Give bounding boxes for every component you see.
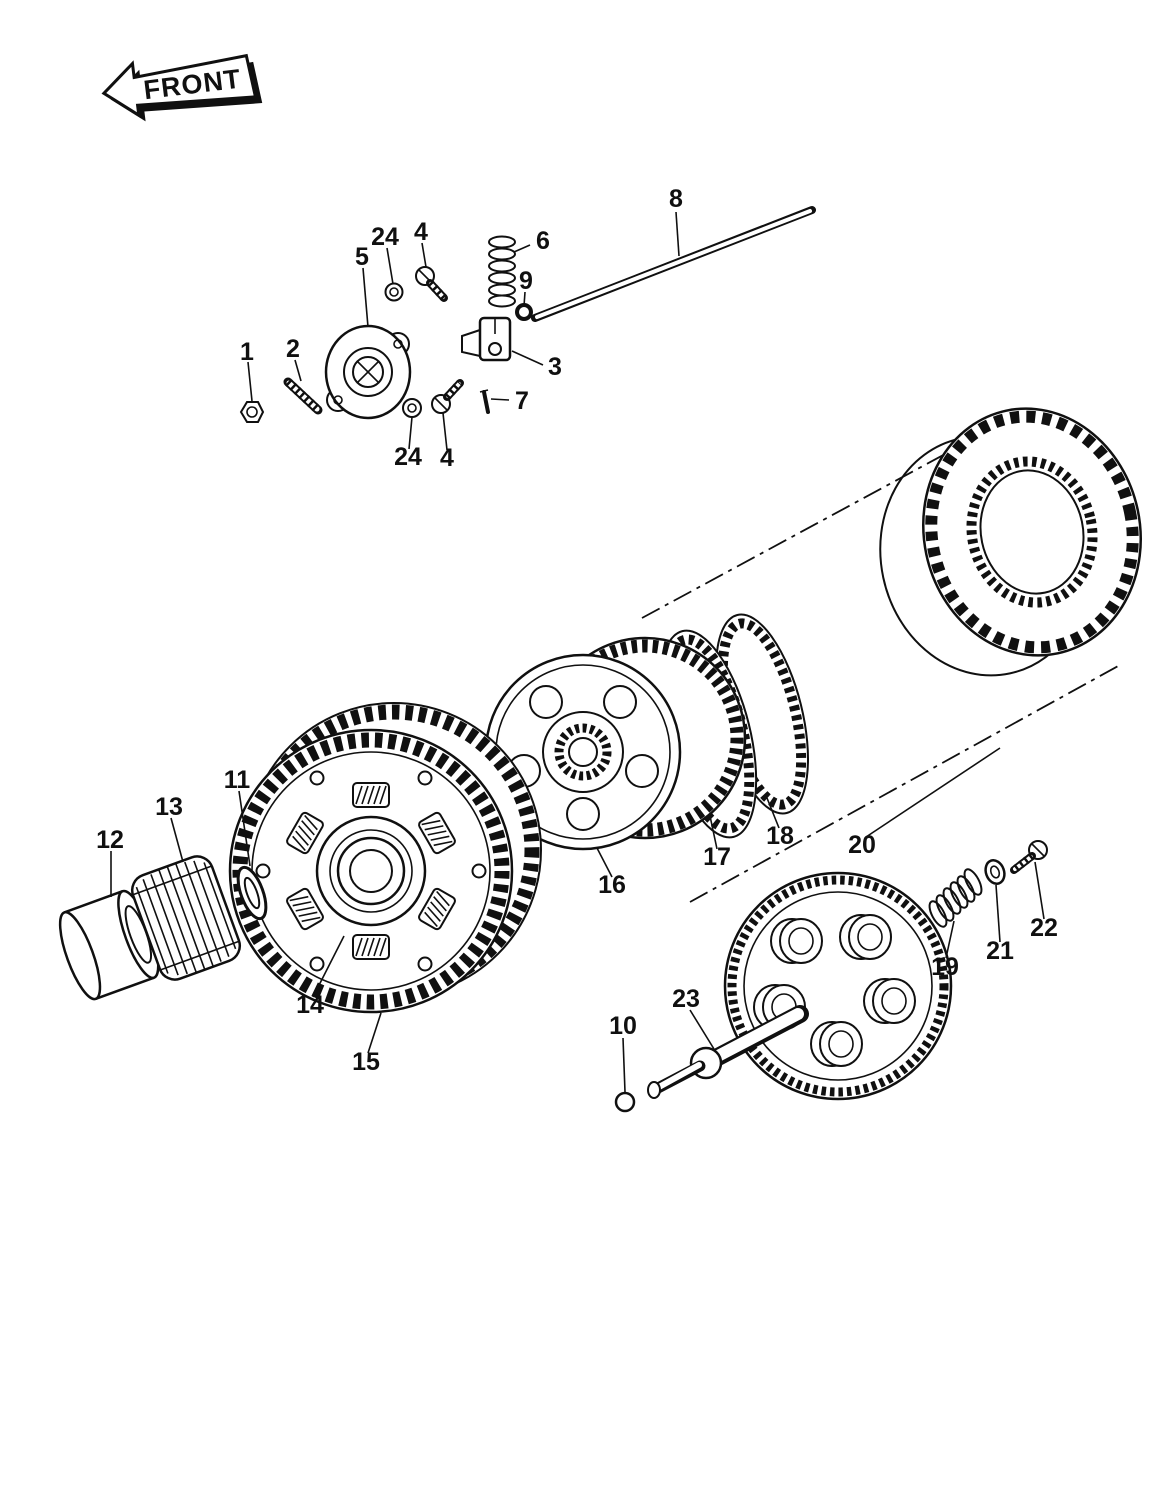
part-24-washer-upper (384, 282, 404, 302)
part-24-washer-lower (402, 398, 422, 418)
part-11-thrust-washer (236, 865, 268, 921)
callout-1-label: 1 (240, 338, 254, 366)
callout-22-label: 22 (1030, 914, 1058, 942)
part-drum-phantom (641, 407, 1142, 903)
part-16-clutch-hub (484, 636, 747, 851)
callout-19-label: 19 (931, 953, 959, 981)
callout-10-label: 10 (609, 1012, 637, 1040)
callout-5-label: 5 (355, 243, 369, 271)
callout-21-label: 21 (986, 937, 1014, 965)
front-arrow: FRONT (101, 53, 263, 122)
part-1-nut (239, 401, 265, 423)
part-20-plate-ring (922, 407, 1142, 657)
callout-4a-label: 4 (414, 218, 428, 246)
part-6-spring (488, 235, 516, 308)
callout-24a-label: 24 (371, 223, 399, 251)
callout-18-label: 18 (766, 822, 794, 850)
callout-15-label: 15 (352, 1048, 380, 1076)
part-4-screw-upper (415, 266, 448, 302)
callout-13-label: 13 (155, 793, 183, 821)
callout-9-label: 9 (519, 267, 533, 295)
callout-3-label: 3 (548, 353, 562, 381)
part-15-clutch-housing (228, 702, 542, 1014)
part-8-pushrod (531, 206, 816, 322)
callout-24b-label: 24 (394, 443, 422, 471)
callout-numbers: 1 2 5 24 4 6 9 8 3 7 24 4 11 13 12 14 15… (96, 185, 1058, 1076)
part-10-ball (614, 1091, 636, 1113)
part-21-washer (984, 859, 1006, 885)
callout-8-label: 8 (669, 185, 683, 213)
callout-7-label: 7 (515, 387, 529, 415)
part-13-needle-bearing (130, 855, 242, 981)
part-2-adjuster-screw (283, 377, 323, 415)
callout-16-label: 16 (598, 871, 626, 899)
callout-4b-label: 4 (440, 444, 454, 472)
callout-12-label: 12 (96, 826, 124, 854)
callout-23-label: 23 (672, 985, 700, 1013)
callout-20-label: 20 (848, 831, 876, 859)
part-3-release-lever (461, 316, 512, 362)
callout-6-label: 6 (536, 227, 550, 255)
part-14-damper-springs (286, 782, 456, 960)
callout-leaders (110, 211, 1045, 1093)
callout-17-label: 17 (703, 843, 731, 871)
part-7-pin (479, 389, 490, 414)
callout-14-label: 14 (296, 991, 324, 1019)
part-23-pressure-plate (647, 871, 953, 1101)
part-5-release-cam (324, 324, 412, 420)
callout-2-label: 2 (286, 335, 300, 363)
part-9-oring (515, 303, 533, 321)
part-22-bolt (1010, 840, 1048, 874)
callout-11-label: 11 (224, 766, 251, 794)
part-4-screw-lower (431, 379, 464, 414)
part-19-spring (928, 868, 983, 928)
